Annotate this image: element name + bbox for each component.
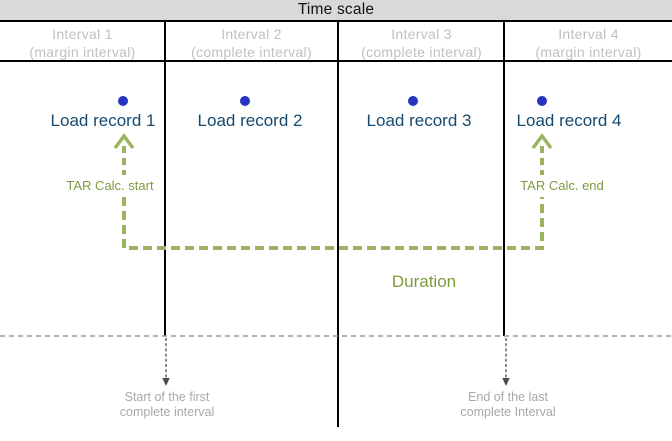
interval-1-label: Interval 1: [52, 26, 113, 42]
divider-line-3: [503, 22, 505, 336]
end-note-line2: complete Interval: [460, 404, 556, 419]
end-note-line1: End of the last: [468, 390, 548, 404]
load-record-3-dot: [408, 96, 418, 106]
duration-label: Duration: [391, 272, 457, 291]
interval-1-sublabel: (margin interval): [29, 44, 136, 60]
load-record-1-dot: [118, 96, 128, 106]
interval-4-header: Interval 4 (margin interval): [505, 25, 672, 61]
end-marker-arrowhead-icon: [502, 378, 510, 386]
duration-bracket-line: [122, 197, 544, 250]
interval-3-sublabel: (complete interval): [361, 44, 482, 60]
load-record-2-dot: [240, 96, 250, 106]
load-record-3-label: Load record 3: [366, 111, 472, 130]
tar-start-arrowhead-icon: [113, 133, 135, 150]
divider-line-2: [337, 22, 339, 427]
header-bottom-line: [0, 60, 672, 62]
tar-calc-start-label: TAR Calc. start: [66, 178, 154, 193]
load-record-1-label: Load record 1: [50, 111, 156, 130]
start-note-line1: Start of the first: [124, 390, 210, 404]
load-record-2-label: Load record 2: [197, 111, 303, 130]
end-note: End of the last complete Interval: [428, 390, 588, 419]
interval-1-header: Interval 1 (margin interval): [0, 25, 165, 61]
tar-calc-end-label: TAR Calc. end: [520, 178, 604, 193]
tar-end-arrowhead-icon: [531, 133, 553, 150]
divider-line-1: [164, 22, 166, 336]
interval-3-header: Interval 3 (complete interval): [339, 25, 504, 61]
title-bar: Time scale: [0, 0, 672, 22]
interval-2-header: Interval 2 (complete interval): [166, 25, 337, 61]
load-record-4-dot: [537, 96, 547, 106]
interval-2-label: Interval 2: [221, 26, 282, 42]
interval-3-label: Interval 3: [391, 26, 452, 42]
interval-2-sublabel: (complete interval): [191, 44, 312, 60]
start-marker-arrowhead-icon: [162, 378, 170, 386]
interval-4-sublabel: (margin interval): [535, 44, 642, 60]
start-note: Start of the first complete interval: [87, 390, 247, 419]
start-note-line2: complete interval: [119, 404, 215, 419]
interval-4-label: Interval 4: [558, 26, 619, 42]
page-title: Time scale: [297, 1, 375, 18]
load-record-4-label: Load record 4: [516, 111, 622, 130]
